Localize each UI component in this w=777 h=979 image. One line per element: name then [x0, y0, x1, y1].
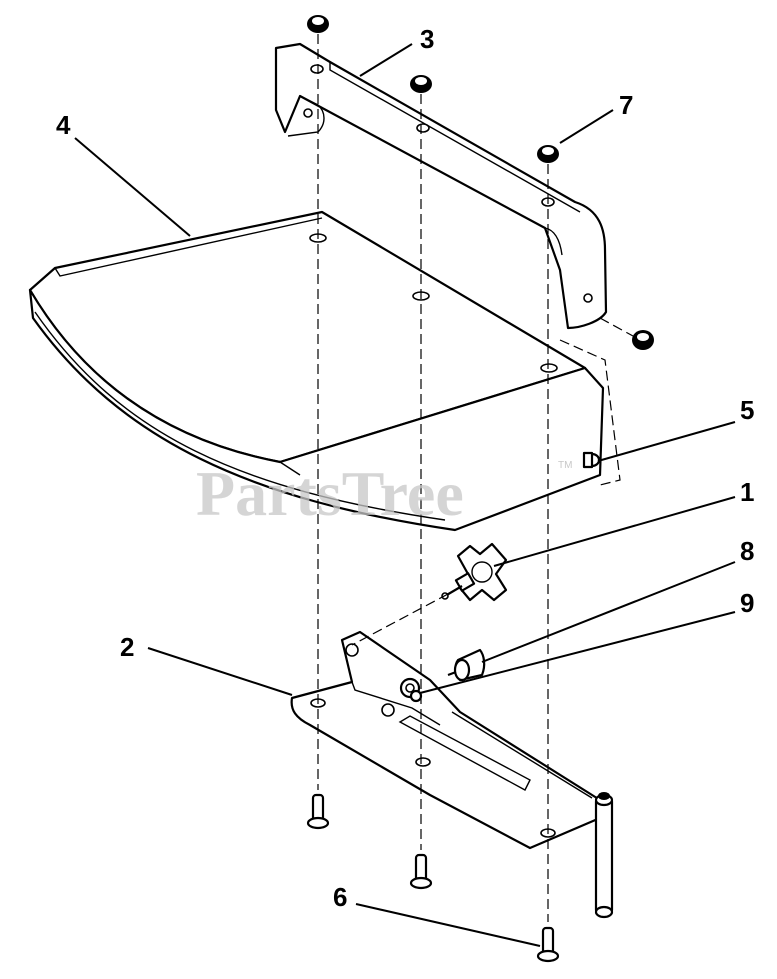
watermark-tm: TM	[558, 460, 572, 471]
bolt-6c	[536, 926, 560, 963]
callout-1[interactable]: 1	[740, 477, 754, 507]
leader-lines	[74, 43, 736, 947]
callout-4[interactable]: 4	[56, 110, 71, 140]
callout-8[interactable]: 8	[740, 536, 754, 566]
nut-7c	[537, 145, 559, 163]
callout-3[interactable]: 3	[420, 24, 434, 54]
callout-6[interactable]: 6	[333, 882, 347, 912]
callout-5[interactable]: 5	[740, 395, 754, 425]
callouts: 3 4 7 5 1 8 9 2 6	[56, 24, 754, 912]
assembly-lines	[317, 34, 634, 922]
part-5-bolt[interactable]	[582, 451, 601, 469]
nut-7d	[632, 330, 654, 350]
bolt-6b	[409, 853, 433, 890]
bolt-6a	[306, 793, 330, 830]
part-1-knob[interactable]	[441, 542, 508, 602]
pivot-pin[interactable]	[594, 792, 614, 919]
watermark-text: PartsTree	[196, 458, 464, 529]
part-9-washer[interactable]	[399, 677, 423, 703]
callout-2[interactable]: 2	[120, 632, 134, 662]
watermark: PartsTree TM	[196, 458, 572, 529]
part-6-bolts[interactable]	[306, 793, 560, 963]
part-2-mounting-plate[interactable]	[290, 630, 602, 850]
callout-9[interactable]: 9	[740, 588, 754, 618]
part-4-deflector-shield[interactable]	[28, 210, 605, 532]
callout-7[interactable]: 7	[619, 90, 633, 120]
part-3-bracket[interactable]	[274, 42, 608, 330]
part-8-spacer[interactable]	[447, 648, 486, 682]
nut-7a	[307, 15, 329, 33]
nut-7b	[410, 75, 432, 93]
part-7-nuts[interactable]	[307, 15, 654, 350]
